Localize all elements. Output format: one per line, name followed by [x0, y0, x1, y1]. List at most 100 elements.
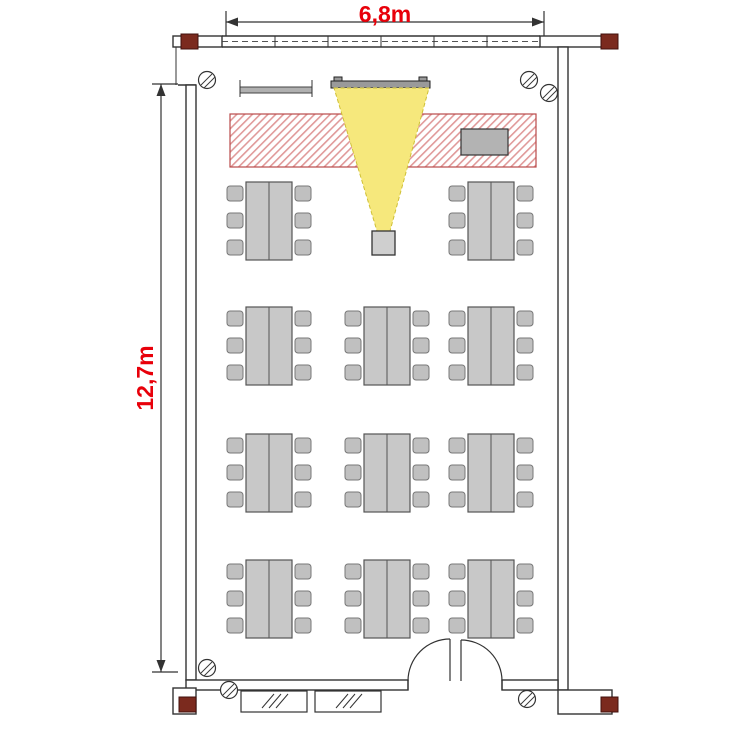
- chair: [226, 337, 244, 354]
- chair: [448, 337, 466, 354]
- height-label: 12,7m: [132, 345, 158, 410]
- wall-left: [185, 84, 197, 681]
- wall-bottom-right-segment: [501, 679, 559, 691]
- front-desk: [460, 128, 509, 156]
- column: [517, 689, 537, 709]
- table-group: [344, 433, 430, 513]
- furniture-layer: [226, 181, 534, 639]
- chair: [226, 364, 244, 381]
- chair: [412, 464, 430, 481]
- chair: [344, 437, 362, 454]
- chair: [226, 464, 244, 481]
- door-swing-arc: [407, 638, 451, 682]
- chair: [516, 310, 534, 327]
- chair: [412, 590, 430, 607]
- radiator: [314, 690, 382, 713]
- chair: [294, 310, 312, 327]
- chair: [344, 310, 362, 327]
- table-group: [226, 433, 312, 513]
- width-label: 6,8m: [359, 1, 411, 27]
- table-group: [448, 306, 534, 386]
- table-group: [226, 306, 312, 386]
- chair: [344, 464, 362, 481]
- chair: [294, 239, 312, 256]
- chair: [344, 364, 362, 381]
- radiators: [240, 690, 382, 713]
- double-door: [407, 638, 503, 690]
- chair: [448, 617, 466, 634]
- chair: [448, 239, 466, 256]
- chair: [344, 590, 362, 607]
- table-group: [448, 181, 534, 261]
- chair: [226, 212, 244, 229]
- table-group: [448, 559, 534, 639]
- window-band: [221, 35, 541, 48]
- chair: [516, 617, 534, 634]
- chair: [516, 464, 534, 481]
- chair: [412, 617, 430, 634]
- chair: [448, 590, 466, 607]
- column: [219, 680, 239, 700]
- radiator: [240, 690, 308, 713]
- door-swing-arc: [460, 639, 503, 682]
- wall-marker: [600, 33, 619, 50]
- chair: [412, 563, 430, 580]
- chair: [294, 437, 312, 454]
- chair: [294, 212, 312, 229]
- chair: [412, 437, 430, 454]
- table-group: [226, 181, 312, 261]
- arrow-up-icon: [156, 84, 166, 96]
- chair: [516, 590, 534, 607]
- chair: [294, 337, 312, 354]
- chair: [448, 364, 466, 381]
- chair: [448, 563, 466, 580]
- dimension-width: 6,8m: [225, 1, 545, 36]
- wall-right: [557, 46, 569, 691]
- column: [197, 658, 217, 678]
- column: [539, 83, 559, 103]
- chair: [294, 491, 312, 508]
- chair: [516, 185, 534, 202]
- arrow-left-icon: [226, 17, 238, 27]
- chair: [516, 212, 534, 229]
- chair: [516, 563, 534, 580]
- chair: [448, 464, 466, 481]
- chair: [516, 491, 534, 508]
- projector: [371, 230, 396, 256]
- chair: [448, 310, 466, 327]
- chair: [516, 337, 534, 354]
- wall-marker: [178, 696, 197, 713]
- chair: [344, 617, 362, 634]
- chair: [226, 310, 244, 327]
- chair: [412, 337, 430, 354]
- chair: [226, 563, 244, 580]
- wall-marker: [180, 33, 199, 50]
- chair: [226, 185, 244, 202]
- table-group: [226, 559, 312, 639]
- chair: [226, 617, 244, 634]
- chair: [516, 239, 534, 256]
- arrow-down-icon: [156, 660, 166, 672]
- column: [519, 70, 539, 90]
- chair: [294, 617, 312, 634]
- columns: [197, 70, 559, 709]
- wall-bottom-left-segment: [185, 679, 409, 691]
- chair: [344, 491, 362, 508]
- dimension-height: 12,7m: [132, 83, 178, 673]
- chair: [412, 491, 430, 508]
- chair: [226, 437, 244, 454]
- chair: [226, 590, 244, 607]
- chair: [344, 563, 362, 580]
- chair: [294, 590, 312, 607]
- chair: [226, 239, 244, 256]
- column: [197, 70, 217, 90]
- chair: [294, 364, 312, 381]
- wall-marker: [600, 696, 619, 713]
- chair: [294, 185, 312, 202]
- chair: [516, 437, 534, 454]
- chair: [448, 437, 466, 454]
- wall-markers: [178, 33, 619, 713]
- chair: [412, 310, 430, 327]
